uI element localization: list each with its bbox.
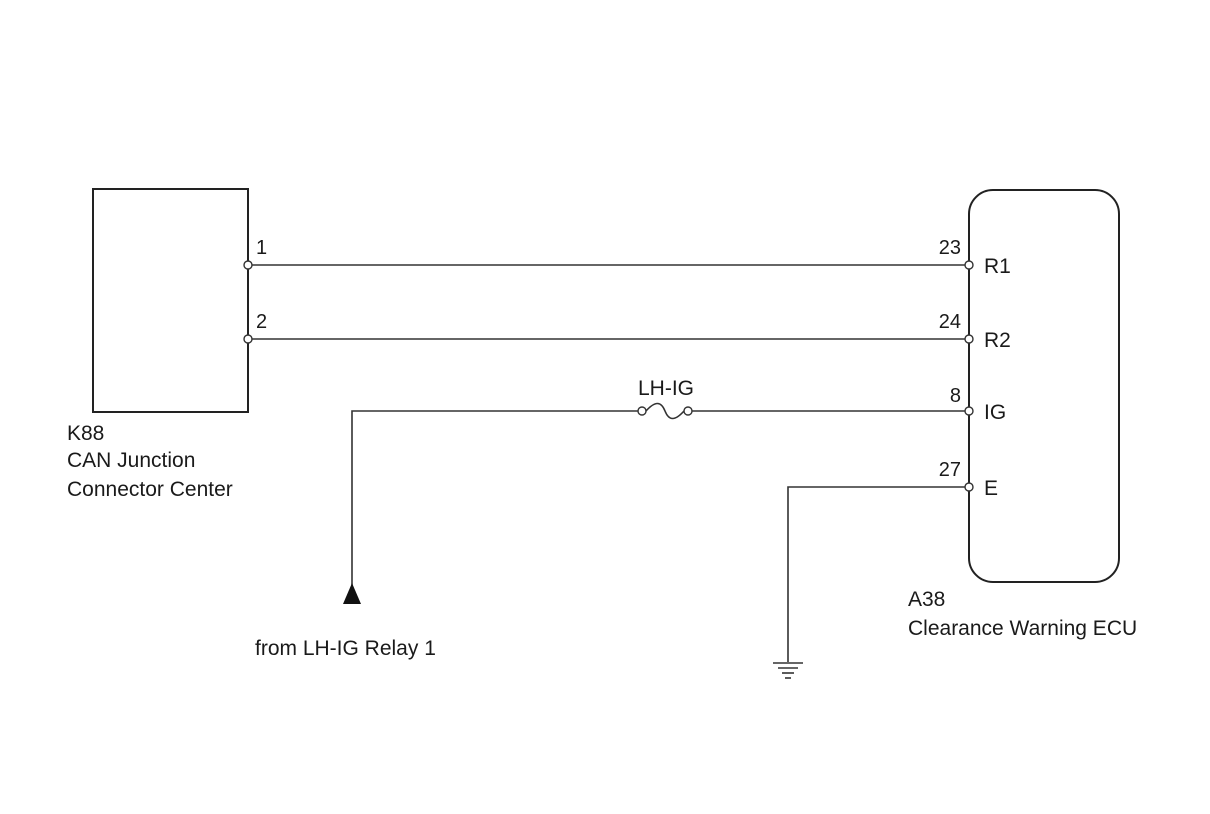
a38-pin-name-e: E: [984, 477, 998, 500]
a38-ecu-box: [968, 189, 1120, 583]
wire-a38-27-to-ground: [787, 486, 969, 662]
terminal-a38-27: [964, 482, 974, 492]
ground-icon: [773, 662, 803, 679]
a38-pin-name-r2: R2: [984, 329, 1011, 352]
arrow-up-icon: [343, 583, 361, 604]
a38-pin-name-r1: R1: [984, 255, 1011, 278]
terminal-k88-1: [243, 260, 253, 270]
a38-pin-27: 27: [939, 459, 961, 481]
terminal-a38-8: [964, 406, 974, 416]
k88-name-line1: CAN Junction: [67, 449, 195, 472]
a38-pin-name-ig: IG: [984, 401, 1006, 424]
terminal-a38-24: [964, 334, 974, 344]
a38-pin-24: 24: [939, 311, 961, 333]
k88-pin-1: 1: [256, 237, 267, 259]
fuse-icon: [637, 402, 693, 420]
fuse-label: LH-IG: [638, 377, 694, 400]
k88-pin-2: 2: [256, 311, 267, 333]
wire-relay-to-fuse: [351, 410, 638, 598]
source-relay-label: from LH-IG Relay 1: [255, 637, 436, 660]
terminal-k88-2: [243, 334, 253, 344]
k88-id-label: K88: [67, 422, 104, 445]
a38-id-label: A38: [908, 588, 945, 611]
k88-name-line2: Connector Center: [67, 478, 233, 501]
a38-pin-8: 8: [950, 385, 961, 407]
terminal-a38-23: [964, 260, 974, 270]
a38-pin-23: 23: [939, 237, 961, 259]
k88-connector-box: [92, 188, 249, 413]
a38-name-label: Clearance Warning ECU: [908, 617, 1137, 640]
